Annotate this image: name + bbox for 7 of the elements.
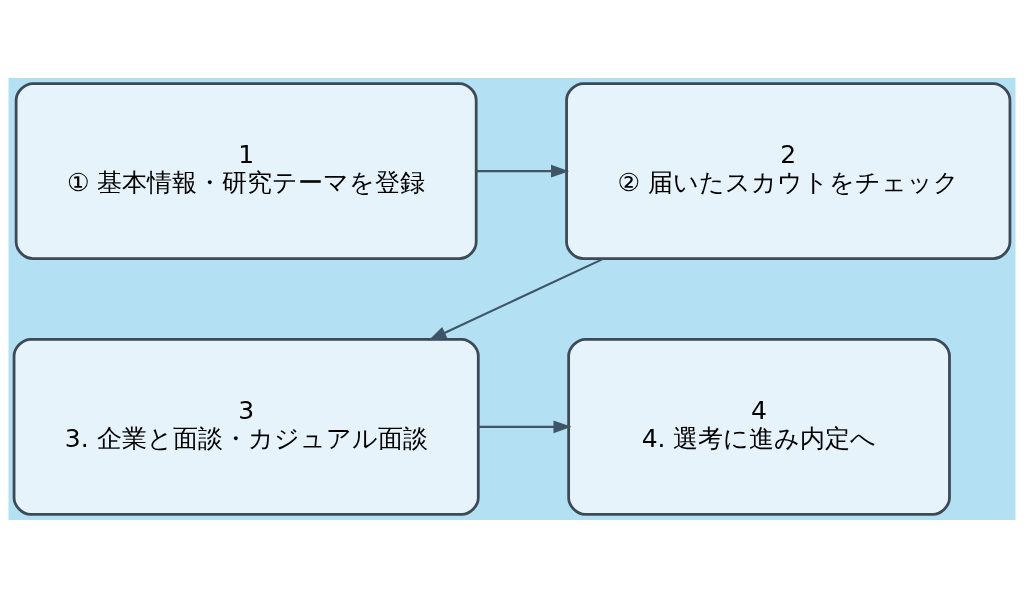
arrow — [478, 420, 572, 433]
node-box: 3 3. 企業と面談・カジュアル面談 — [12, 337, 480, 516]
node-box: 1 ① 基本情報・研究テーマを登録 — [14, 81, 478, 260]
arrow — [476, 164, 570, 177]
node-box: 2 ② 届いたスカウトをチェック — [565, 81, 1012, 260]
arrow — [428, 257, 604, 340]
node-box: 4 4. 選考に進み内定へ — [567, 337, 951, 516]
